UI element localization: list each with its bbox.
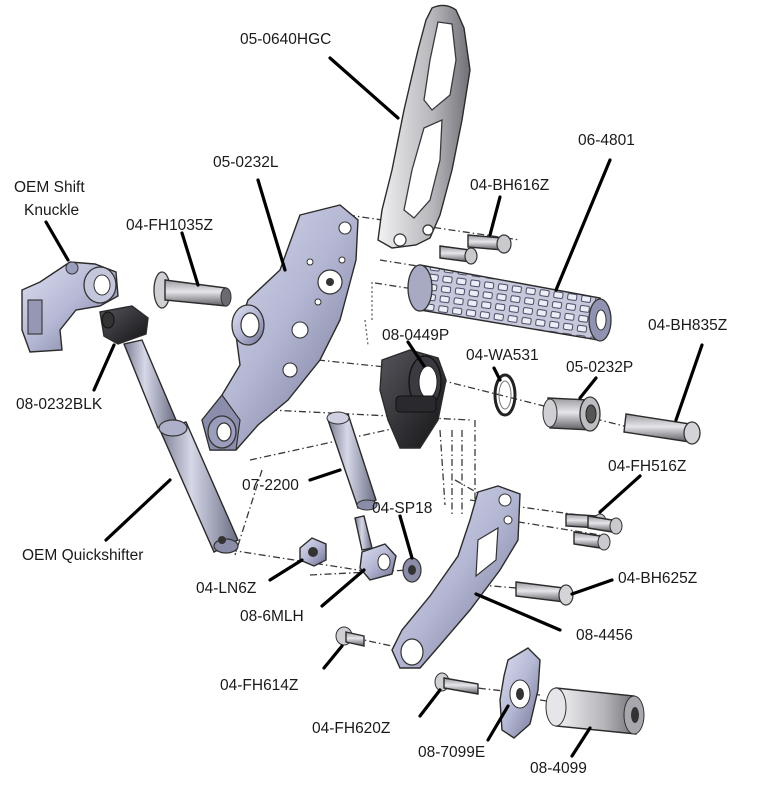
bh625z-bolt <box>515 581 574 606</box>
label-05-0232l: 05-0232L <box>213 154 279 171</box>
leader-lines <box>44 56 704 758</box>
pivot-block-part <box>379 349 447 449</box>
label-04-wa531: 04-WA531 <box>466 347 539 364</box>
label-08-6mlh: 08-6MLH <box>240 608 304 625</box>
cam-7099e-part <box>499 647 541 739</box>
label-07-2200: 07-2200 <box>242 477 299 494</box>
fh614z-bolt <box>335 626 365 647</box>
sleeve-4099-part <box>545 687 645 735</box>
ln6z-nut <box>299 537 327 567</box>
label-04-bh616z: 04-BH616Z <box>470 177 549 194</box>
fh620z-bolt <box>434 672 479 695</box>
oem-shift-knuckle-part <box>21 261 119 353</box>
label-oem-quickshifter: OEM Quickshifter <box>22 547 143 564</box>
wa531-washer <box>493 373 517 417</box>
fh1035z-bolt <box>153 271 232 309</box>
mounting-plate-part <box>201 204 359 451</box>
label-04-ln6z: 04-LN6Z <box>196 580 256 597</box>
fh516z-bolts <box>565 513 623 551</box>
foot-peg-grip-part <box>407 264 612 342</box>
bh835z-bolt <box>623 413 701 445</box>
quickshifter-part <box>99 305 239 554</box>
linkage-rod-part <box>326 411 378 511</box>
heel-guard-part <box>377 4 471 249</box>
rod-end-part <box>354 515 397 581</box>
part-labels: 05-0640HGC 05-0232L 06-4801 OEM Shift Kn… <box>14 31 727 777</box>
label-04-bh625z: 04-BH625Z <box>618 570 697 587</box>
label-04-sp18: 04-SP18 <box>372 500 432 517</box>
label-08-0449p: 08-0449P <box>382 327 449 344</box>
label-oem-shift-knuckle-line1: OEM Shift <box>14 179 85 196</box>
sp18-spacer <box>402 557 422 583</box>
label-05-0640hgc: 05-0640HGC <box>240 31 331 48</box>
label-04-bh835z: 04-BH835Z <box>648 317 727 334</box>
bushing-0232p-part <box>542 396 601 432</box>
label-05-0232p: 05-0232P <box>566 359 633 376</box>
label-08-4456: 08-4456 <box>576 627 633 644</box>
shift-lever-part <box>391 485 521 669</box>
label-08-4099: 08-4099 <box>530 760 587 777</box>
label-06-4801: 06-4801 <box>578 132 635 149</box>
label-04-fh620z: 04-FH620Z <box>312 720 390 737</box>
label-oem-shift-knuckle-line2: Knuckle <box>24 202 79 219</box>
label-04-fh516z: 04-FH516Z <box>608 458 686 475</box>
label-04-fh614z: 04-FH614Z <box>220 677 298 694</box>
label-08-0232blk: 08-0232BLK <box>16 396 103 413</box>
label-04-fh1035z: 04-FH1035Z <box>126 217 213 234</box>
bh616z-bolts <box>439 234 512 265</box>
label-08-7099e: 08-7099E <box>418 744 485 761</box>
